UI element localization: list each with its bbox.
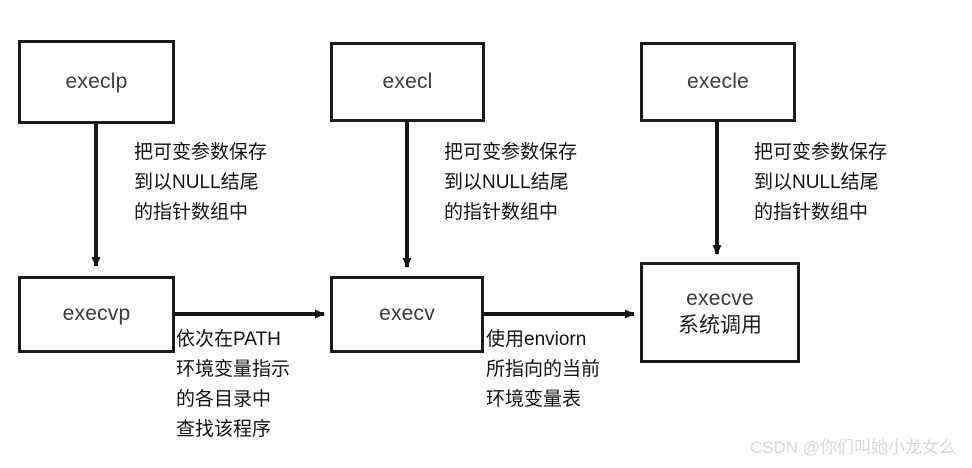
node-execvp-label: execvp xyxy=(62,302,131,326)
edge-label-line-1: 把可变参数保存 xyxy=(754,142,888,163)
edge-label-line-2: 到以NULL结尾 xyxy=(444,172,569,193)
edge-label-line-3: 的各目录中 xyxy=(176,389,272,410)
edge-label-line-3: 的指针数组中 xyxy=(134,202,249,223)
node-execve[interactable]: execve 系统调用 xyxy=(640,262,800,363)
node-execl[interactable]: execl xyxy=(330,42,485,122)
edge-label-line-2: 所指向的当前 xyxy=(486,359,601,380)
edge-label-execl-to-execv: 把可变参数保存 到以NULL结尾 的指针数组中 xyxy=(444,138,577,228)
edge-label-line-3: 环境变量表 xyxy=(486,389,582,410)
edge-label-execle-to-execve: 把可变参数保存 到以NULL结尾 的指针数组中 xyxy=(754,138,887,228)
node-execl-label: execl xyxy=(382,69,433,93)
node-execve-label: execve xyxy=(686,286,754,310)
node-execlp-label: execlp xyxy=(65,69,128,93)
edge-label-line-3: 的指针数组中 xyxy=(754,202,869,223)
edge-label-execvp-to-execv: 依次在PATH 环境变量指示 的各目录中 查找该程序 xyxy=(176,325,290,445)
node-execle-label: execle xyxy=(687,69,749,93)
edge-label-line-1: 依次在PATH xyxy=(176,329,281,350)
node-execv-label: execv xyxy=(379,302,435,326)
edge-label-line-4: 查找该程序 xyxy=(176,419,272,440)
watermark: CSDN @你们叫她小龙女么 xyxy=(749,438,956,457)
edge-label-line-2: 环境变量指示 xyxy=(176,359,291,380)
edge-label-line-2: 到以NULL结尾 xyxy=(754,172,879,193)
node-execle[interactable]: execle xyxy=(640,42,796,122)
edge-label-line-1: 使用enviorn xyxy=(486,329,587,350)
edge-label-line-1: 把可变参数保存 xyxy=(444,142,578,163)
edge-label-line-2: 到以NULL结尾 xyxy=(134,172,259,193)
edge-label-execlp-to-execvp: 把可变参数保存 到以NULL结尾 的指针数组中 xyxy=(134,138,267,228)
node-execv[interactable]: execv xyxy=(330,276,484,353)
node-execvp[interactable]: execvp xyxy=(18,276,175,353)
edge-label-execv-to-execve: 使用enviorn 所指向的当前 环境变量表 xyxy=(486,325,600,415)
node-execve-sublabel: 系统调用 xyxy=(678,313,762,337)
node-execlp[interactable]: execlp xyxy=(18,40,175,124)
edge-label-line-1: 把可变参数保存 xyxy=(134,142,268,163)
edge-label-line-3: 的指针数组中 xyxy=(444,202,559,223)
